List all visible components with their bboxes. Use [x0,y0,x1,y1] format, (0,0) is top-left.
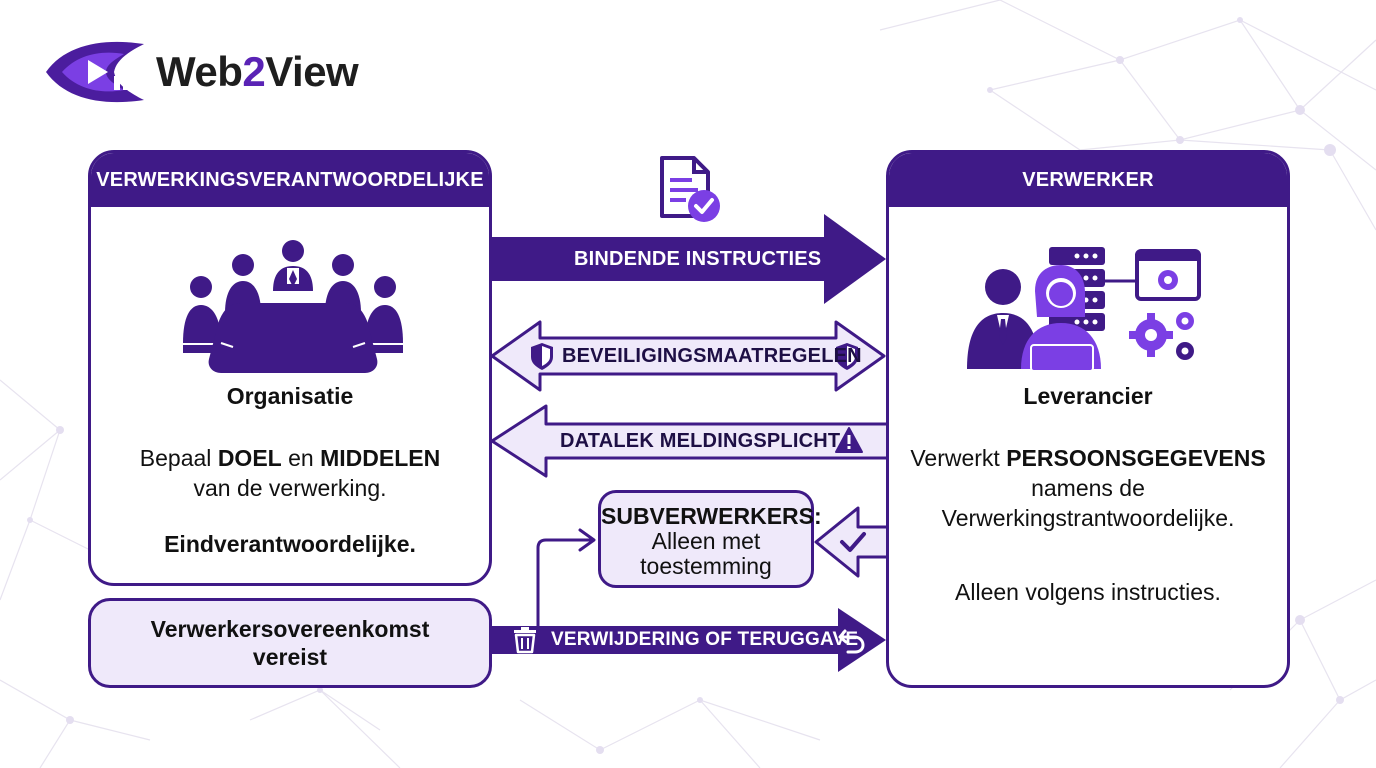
brand-logo-mark [46,41,144,103]
brand-name: Web2View [156,48,359,95]
subprocessor-arrow [814,506,886,578]
deletion-label: VERWIJDERING OF TERUGGAVE [551,629,859,650]
meeting-table-icon [183,240,403,373]
instructions-arrow [492,214,886,304]
trash-icon [514,627,536,654]
shield-icon [836,343,858,370]
shield-icon [531,343,553,370]
processor-description: Verwerkt PERSOONSGEGEVENS namens de Verw… [910,445,1266,531]
subprocessors-title: SUBVERWERKERS: [601,503,822,529]
check-icon [840,532,866,552]
controller-description: Bepaal DOEL en MIDDELEN van de verwerkin… [139,445,441,501]
document-check-icon [660,156,720,222]
processor-title: Leverancier [1023,383,1153,409]
controller-title: Organisatie [226,383,354,409]
subprocessors-box: SUBVERWERKERS: Alleen met toestemming [598,490,822,588]
processor-header: VERWERKER [889,153,1287,207]
deletion-arrow [492,608,886,672]
controller-responsibility: Eindverantwoordelijke. [164,531,416,557]
controller-header: VERWERKINGSVERANTWOORDELIJKE [91,153,489,207]
instructions-label: BINDENDE INSTRUCTIES [574,248,822,270]
warning-icon [835,427,863,453]
breach-arrow [490,404,886,478]
security-label: BEVEILIGINGSMAATREGELEN [562,345,862,367]
processor-instructions-only: Alleen volgens instructies. [955,579,1221,605]
breach-label: DATALEK MELDINGSPLICHT [560,430,841,452]
controller-panel: VERWERKINGSVERANTWOORDELIJKE O [88,150,492,586]
processor-panel: VERWERKER [886,150,1290,688]
subprocessor-connector [536,538,592,626]
brand-logo [46,41,144,103]
supplier-team-server-icon [967,247,1201,371]
security-double-arrow [490,320,886,392]
undo-icon [838,629,865,654]
